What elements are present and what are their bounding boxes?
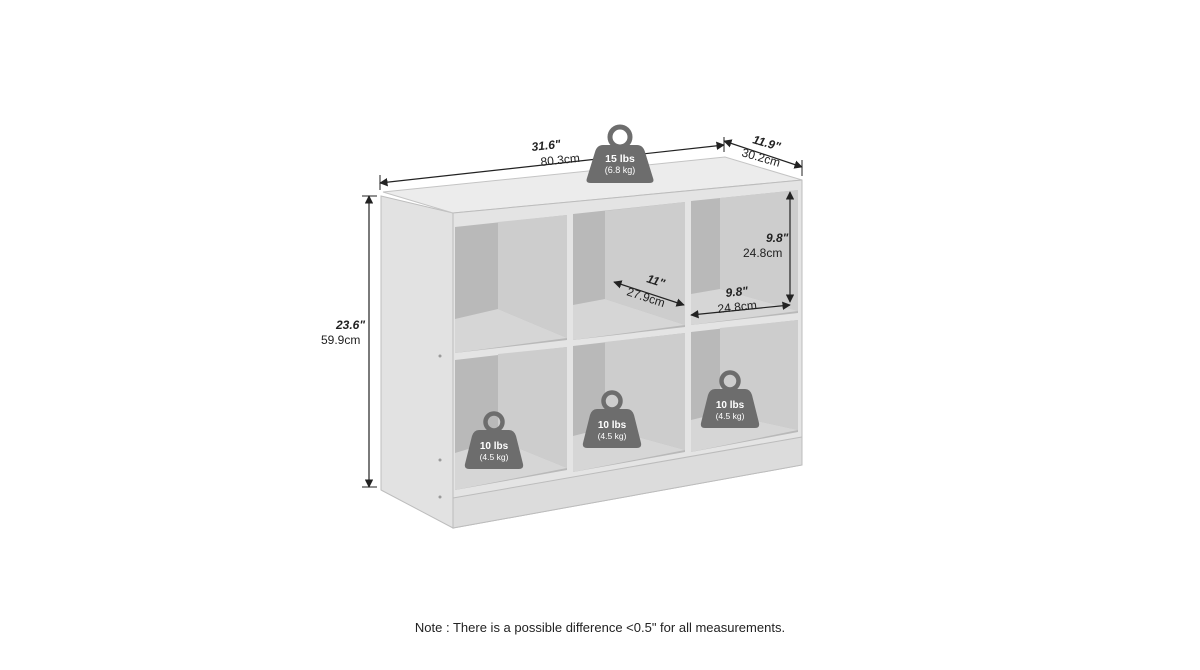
weight-top-kg: (6.8 kg) <box>605 165 636 175</box>
weight-bottom-middle-lbs: 10 lbs <box>598 420 627 431</box>
bookcase <box>380 156 803 529</box>
cube-depth-in-label: 11" <box>645 272 667 291</box>
weight-icon-bottom-left: 10 lbs (4.5 kg) <box>464 411 524 469</box>
width-cm-label: 80.3cm <box>540 151 581 169</box>
cube-width-in-label: 9.8" <box>725 284 749 300</box>
weight-bottom-right-kg: (4.5 kg) <box>716 411 745 421</box>
weight-bottom-left-kg: (4.5 kg) <box>480 452 509 462</box>
width-dimension: 31.6" 80.3cm <box>379 137 725 190</box>
cube-height-dimension: 9.8" 24.8cm <box>743 191 795 303</box>
base-plate <box>452 436 803 529</box>
cube-width-cm-label: 24.8cm <box>717 298 758 316</box>
weight-icon-top: 15 lbs (6.8 kg) <box>586 124 654 183</box>
weight-top-lbs: 15 lbs <box>605 153 635 165</box>
weight-bottom-left-lbs: 10 lbs <box>480 441 509 452</box>
weight-icon-bottom-middle: 10 lbs (4.5 kg) <box>582 390 642 448</box>
left-side-panel <box>380 195 454 529</box>
measurement-note: Note : There is a possible difference <0… <box>414 620 786 635</box>
cube-width-dimension: 9.8" 24.8cm <box>690 284 791 319</box>
width-in-label: 31.6" <box>531 137 562 154</box>
cubby-top-left <box>455 215 567 353</box>
height-cm-label: 59.9cm <box>321 333 360 347</box>
cube-height-in-label: 9.8" <box>766 231 789 245</box>
cubby-bottom-middle <box>573 333 685 472</box>
cubby-top-middle <box>573 202 685 340</box>
height-dimension: 23.6" 59.9cm <box>321 195 377 488</box>
cubby-bottom-right <box>691 320 798 452</box>
cube-height-cm-label: 24.8cm <box>743 246 782 260</box>
height-in-label: 23.6" <box>335 318 365 332</box>
weight-bottom-right-lbs: 10 lbs <box>716 400 745 411</box>
weight-icon-bottom-right: 10 lbs (4.5 kg) <box>700 370 760 428</box>
weight-bottom-middle-kg: (4.5 kg) <box>598 431 627 441</box>
